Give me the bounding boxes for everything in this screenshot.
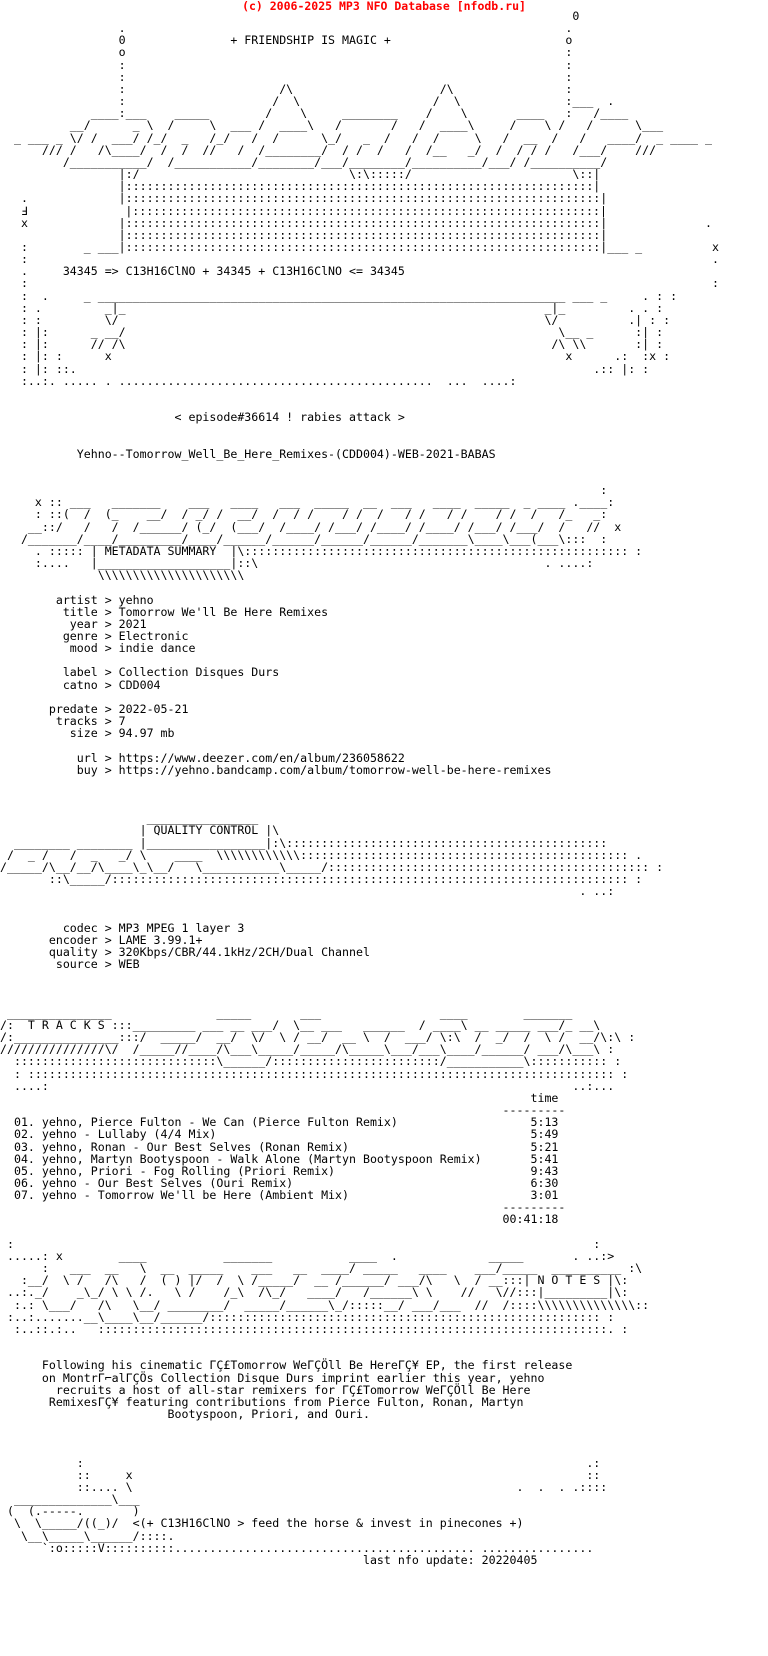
nfo-text: 0 . . 0 + FRIENDSHIP IS MAGIC + o o	[0, 9, 719, 1567]
site-header: (c) 2006-2025 MP3 NFO Database [nfodb.ru…	[242, 0, 526, 13]
